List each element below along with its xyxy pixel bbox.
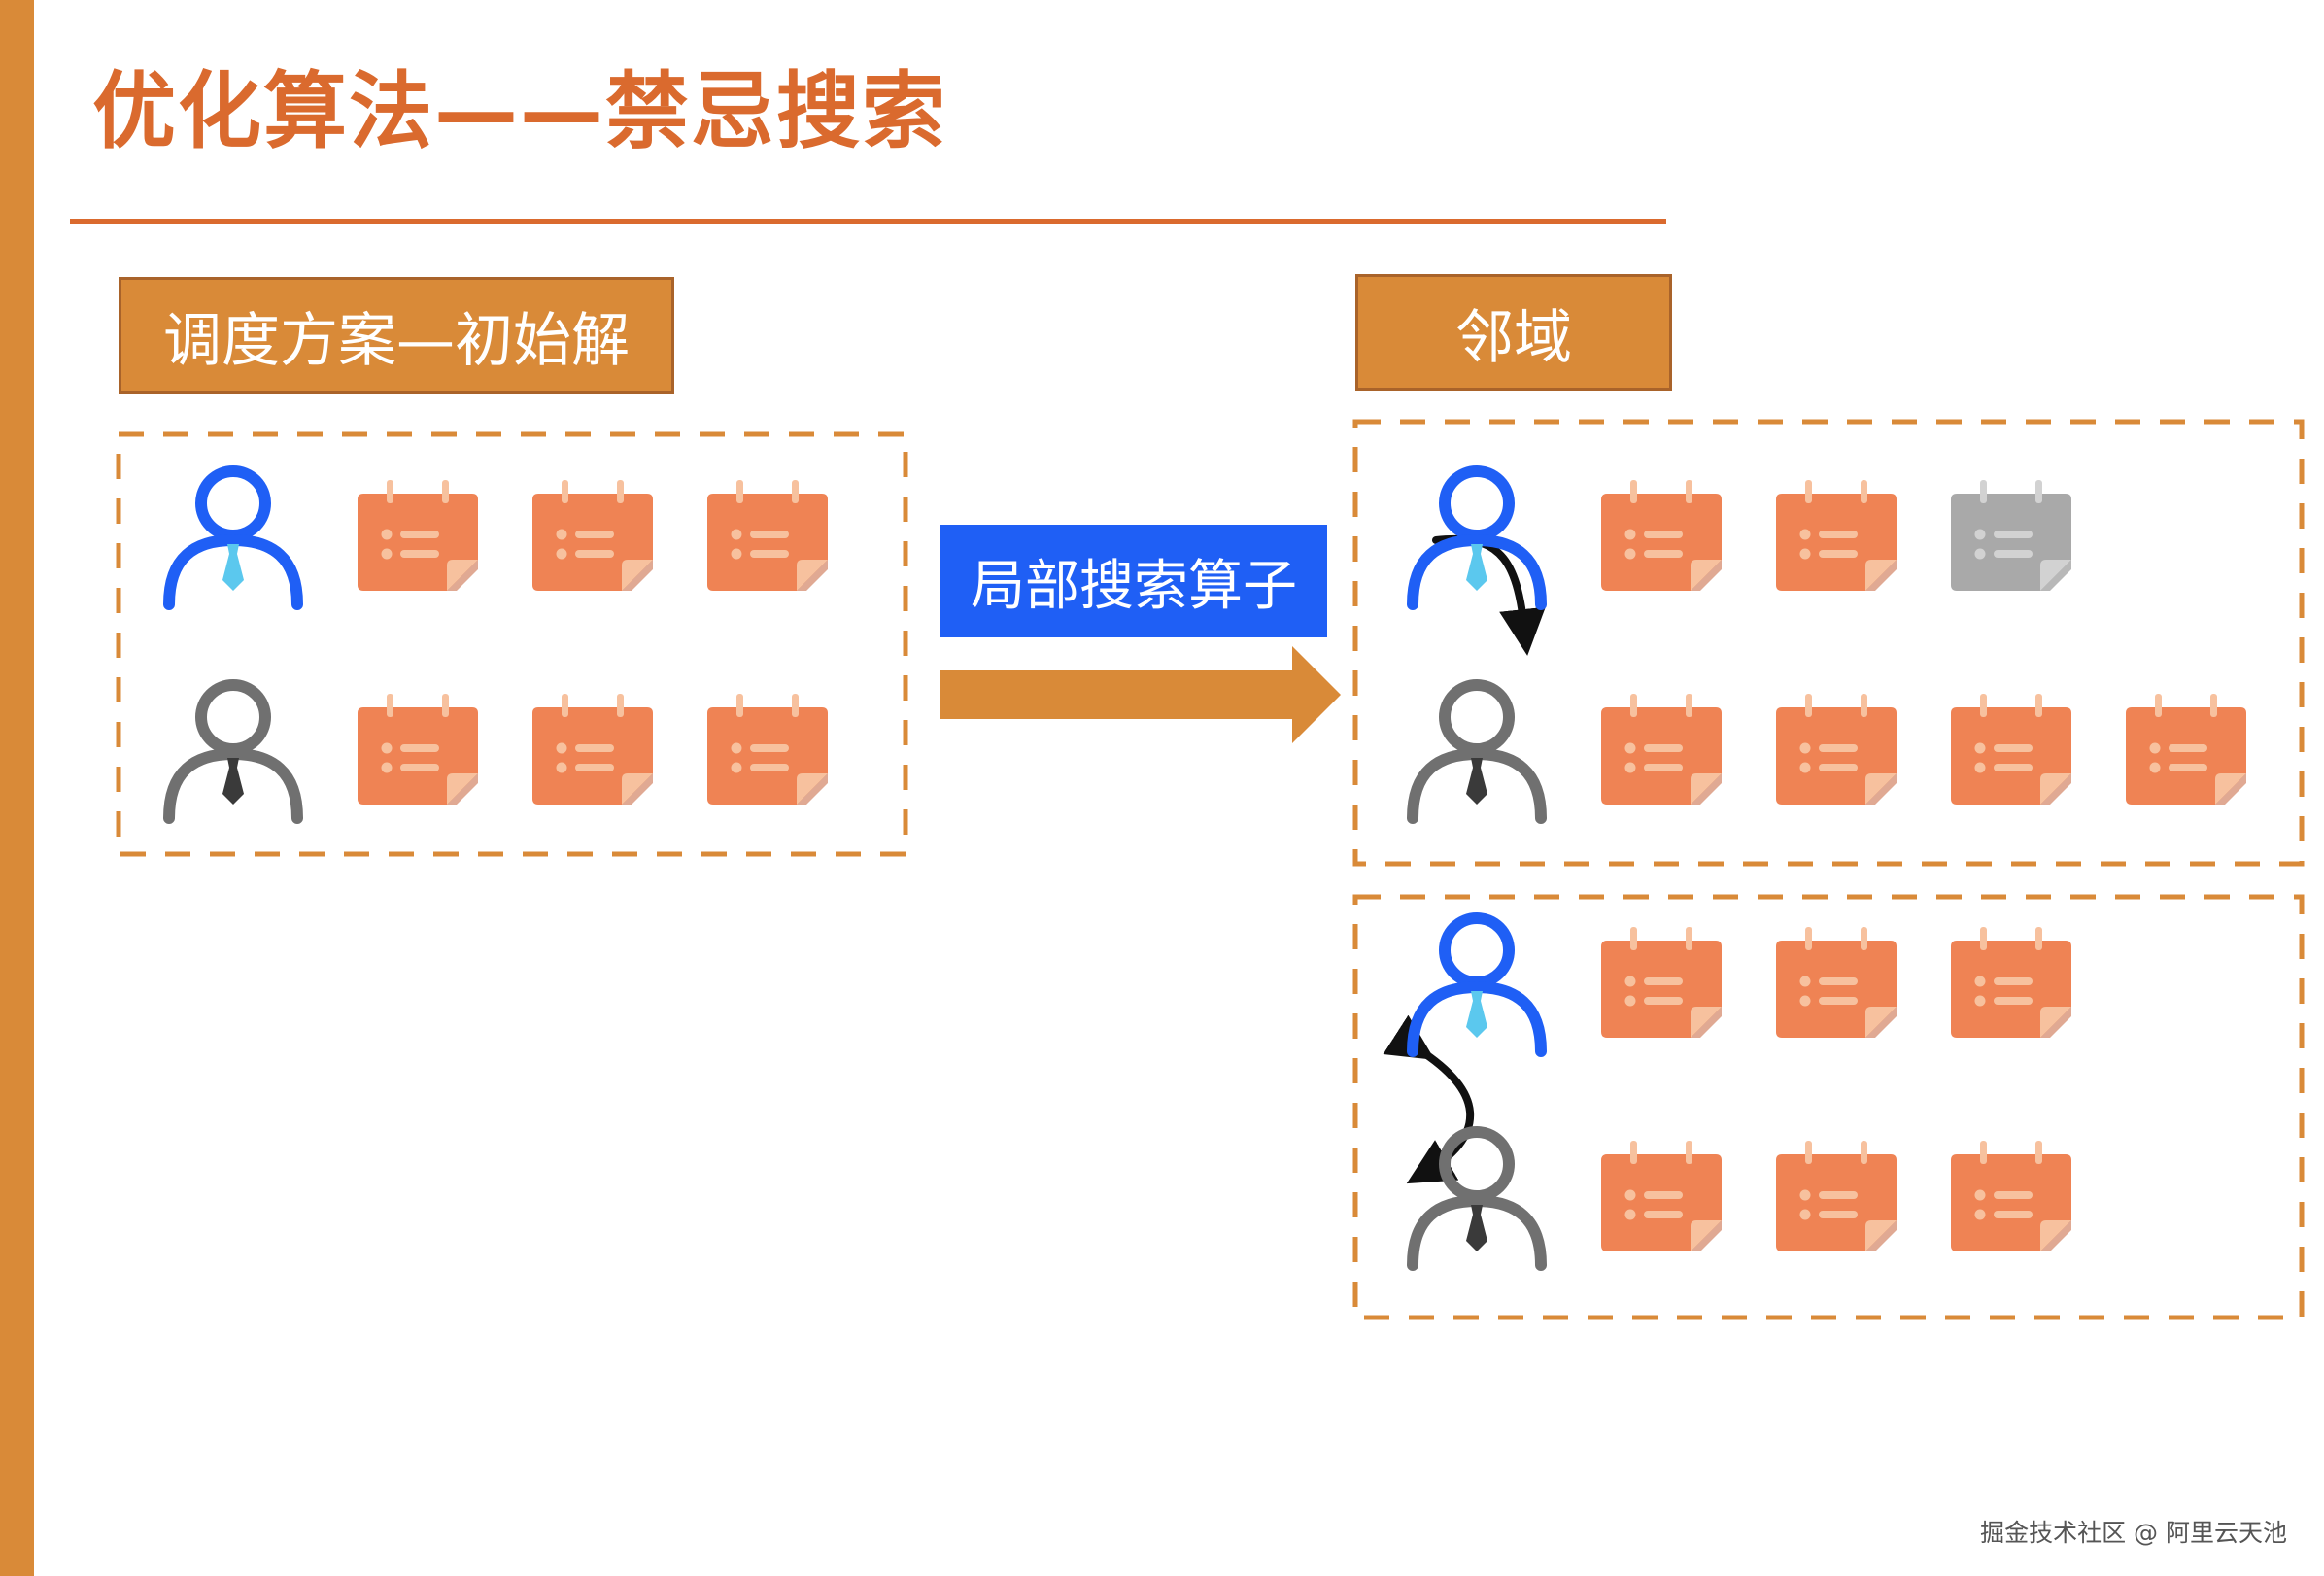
calendar-task-icon: [350, 690, 486, 820]
calendar-task-icon: [525, 476, 661, 606]
calendar-task-icon: [1943, 476, 2079, 606]
neighborhood-label: 邻域: [1355, 274, 1672, 391]
page-title: 优化算法——禁忌搜索: [92, 63, 947, 160]
person-icon: [155, 670, 311, 830]
calendar-task-icon: [700, 476, 836, 606]
person-icon: [1399, 904, 1555, 1063]
local-search-operator-label: 局部搜索算子: [940, 525, 1327, 637]
calendar-task-icon: [1768, 690, 1904, 820]
calendar-task-icon: [1943, 923, 2079, 1053]
calendar-task-icon: [1593, 476, 1729, 606]
person-icon: [1399, 457, 1555, 616]
calendar-task-icon: [1768, 1137, 1904, 1267]
title-underline: [70, 219, 1666, 224]
calendar-task-icon: [1943, 1137, 2079, 1267]
source-credit: 掘金技术社区 @ 阿里云天池: [1980, 1519, 2287, 1547]
person-icon: [155, 457, 311, 616]
initial-solution-label: 调度方案—初始解: [119, 277, 674, 394]
calendar-task-icon: [1768, 476, 1904, 606]
person-icon: [1399, 670, 1555, 830]
calendar-task-icon: [525, 690, 661, 820]
calendar-task-icon: [1593, 923, 1729, 1053]
arrow-right-icon: [940, 646, 1341, 743]
calendar-task-icon: [700, 690, 836, 820]
accent-sidebar: [0, 0, 34, 1576]
calendar-task-icon: [1593, 1137, 1729, 1267]
calendar-task-icon: [1943, 690, 2079, 820]
calendar-task-icon: [1593, 690, 1729, 820]
calendar-task-icon: [1768, 923, 1904, 1053]
calendar-task-icon: [350, 476, 486, 606]
person-icon: [1399, 1117, 1555, 1277]
calendar-task-icon: [2118, 690, 2254, 820]
